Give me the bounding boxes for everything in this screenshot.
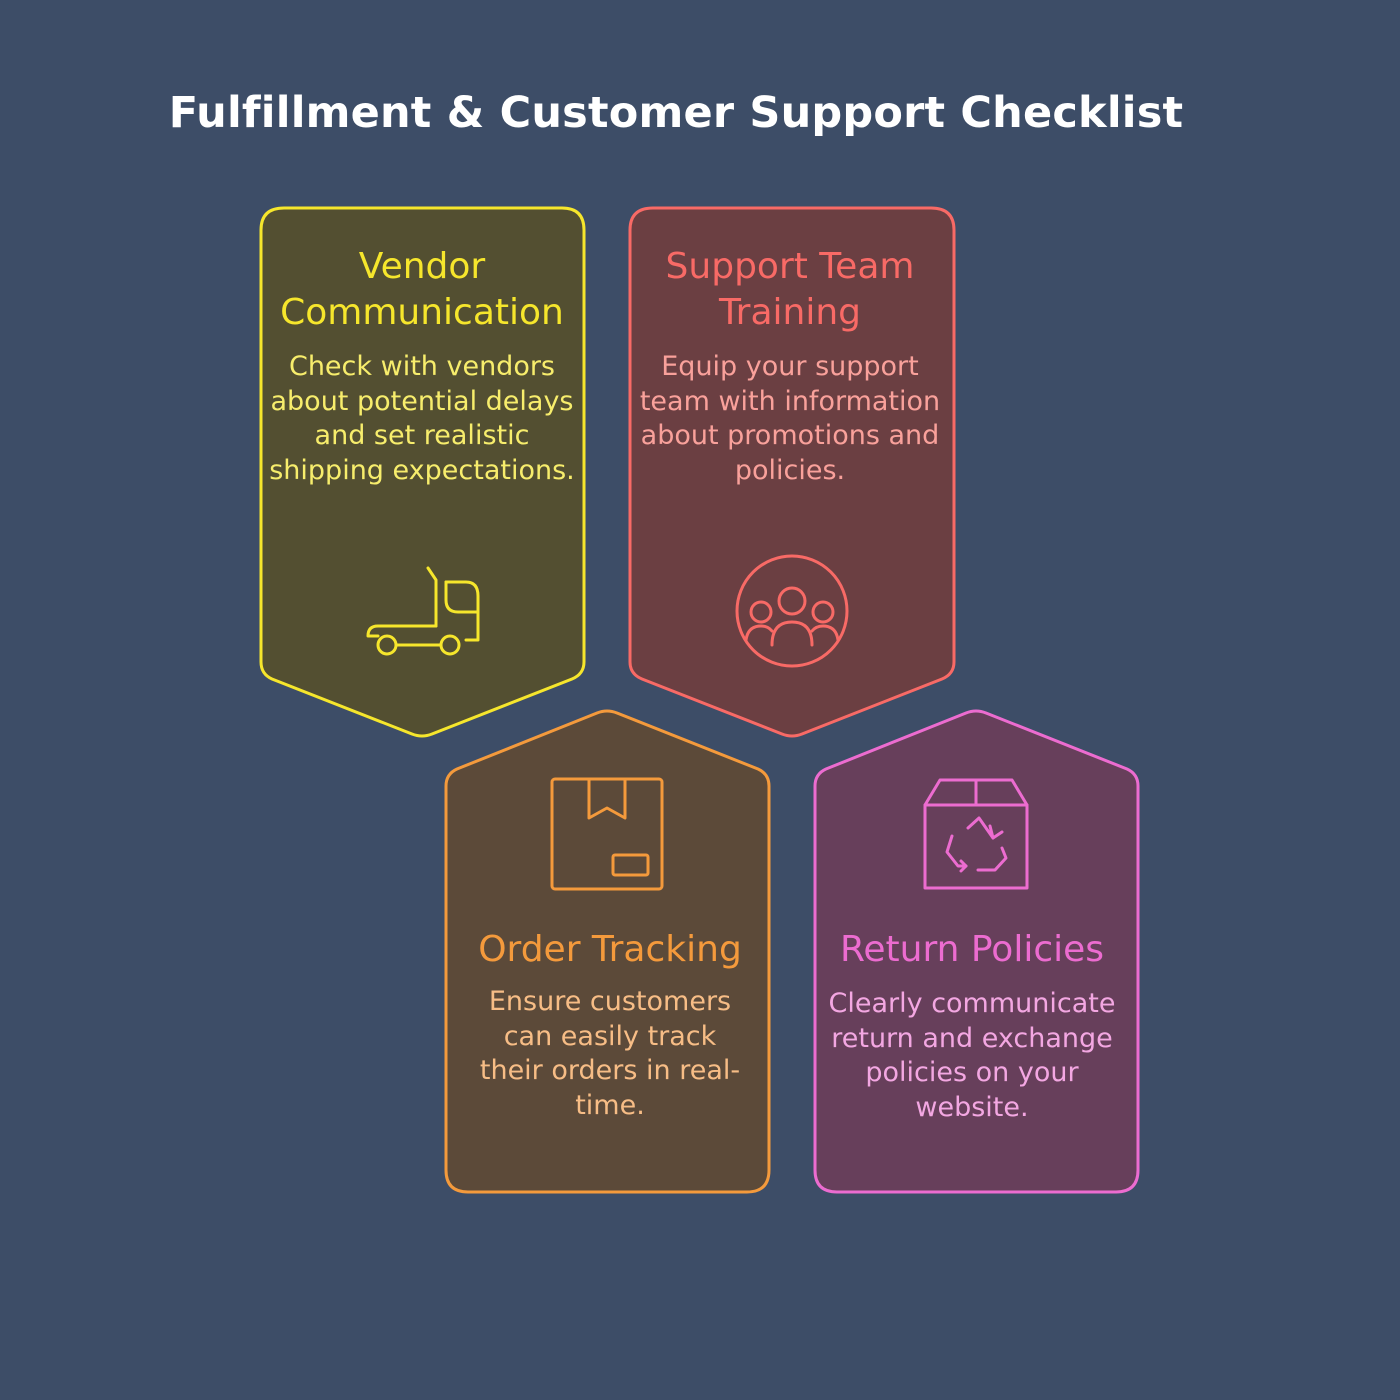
card-return-policies: Return Policies Clearly communicate retu… [822,927,1122,1125]
card-description: Clearly communicate return and exchange … [828,988,1116,1123]
vendor-card-shape [259,206,586,738]
card-title: Return Policies [839,929,1105,970]
card-title: Vendor Communication [280,246,564,333]
card-description: Ensure customers can easily track their … [479,986,741,1121]
order-card-shape [444,709,771,1194]
card-title: Order Tracking [478,929,742,970]
support-card-shape [628,206,956,738]
return-box-icon [923,778,1029,890]
returns-card-shape [813,709,1140,1194]
card-description: Equip your support team with information… [639,351,941,486]
card-description: Check with vendors about potential delay… [269,351,575,486]
card-title: Support Team Training [665,246,915,333]
card-vendor-communication: Vendor Communication Check with vendors … [268,244,576,488]
page-title: Fulfillment & Customer Support Checklist [168,88,1184,138]
card-support-team-training: Support Team Training Equip your support… [636,244,944,488]
card-order-tracking: Order Tracking Ensure customers can easi… [452,927,768,1123]
truck-icon [366,566,480,656]
package-icon [550,777,664,891]
team-icon [735,554,849,668]
